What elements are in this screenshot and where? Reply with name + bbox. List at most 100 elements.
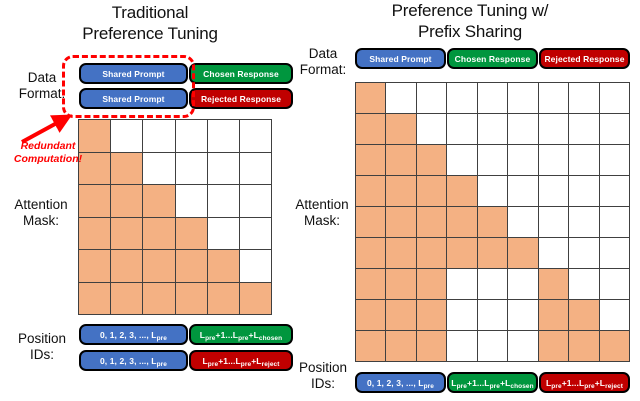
- mask-cell: [79, 250, 112, 283]
- right-position-ids-label-line1: Position: [298, 360, 348, 375]
- position-ids-chosen-shared-text: Lpre+1...Lpre+Lchosen: [451, 377, 534, 390]
- pill-rejected-response-shared[interactable]: Rejected Response: [539, 48, 630, 69]
- mask-cell: [569, 114, 600, 145]
- mask-cell: [508, 331, 539, 362]
- mask-cell: [356, 269, 387, 300]
- mask-cell: [416, 83, 448, 114]
- mask-cell: [111, 250, 144, 283]
- right-data-format-label-line2: Format:: [299, 62, 347, 77]
- mask-cell: [79, 152, 112, 185]
- mask-cell: [207, 250, 240, 283]
- mask-cell: [416, 331, 448, 362]
- left-attention-mask-label-line2: Mask:: [22, 213, 59, 228]
- pill-chosen-response[interactable]: Chosen Response: [189, 63, 293, 84]
- left-title-line2: Preference Tuning: [82, 24, 218, 43]
- mask-cell: [447, 331, 478, 362]
- mask-cell: [599, 331, 630, 362]
- position-ids-chosen-shared[interactable]: Lpre+1...Lpre+Lchosen: [447, 372, 538, 393]
- mask-cell: [356, 83, 387, 114]
- redundant-computation-arrow-icon: [21, 114, 73, 144]
- mask-cell: [79, 120, 112, 153]
- mask-cell: [207, 217, 240, 250]
- mask-cell: [175, 152, 208, 185]
- mask-cell: [447, 207, 478, 238]
- mask-cell: [569, 269, 600, 300]
- mask-cell: [143, 152, 176, 185]
- mask-cell: [207, 185, 240, 218]
- mask-cell: [175, 217, 208, 250]
- mask-cell: [477, 176, 509, 207]
- mask-cell: [599, 145, 630, 176]
- mask-cell: [386, 114, 417, 145]
- position-ids-rejected-text: Lpre+1...Lpre+Lreject: [202, 355, 280, 368]
- mask-cell: [386, 145, 417, 176]
- mask-cell: [386, 331, 417, 362]
- position-ids-chosen[interactable]: Lpre+1...Lpre+Lchosen: [189, 324, 293, 345]
- mask-cell: [386, 300, 417, 331]
- position-ids-prompt-shared[interactable]: 0, 1, 2, 3, ..., Lpre: [355, 372, 446, 393]
- right-position-ids-label-line2: IDs:: [310, 376, 335, 391]
- position-ids-prompt-rejected-text: 0, 1, 2, 3, ..., Lpre: [99, 355, 168, 368]
- left-title-line1: Traditional: [111, 3, 189, 22]
- mask-cell: [416, 269, 448, 300]
- mask-cell: [477, 269, 509, 300]
- left-attention-mask-label: Attention Mask:: [4, 197, 78, 229]
- right-data-format-row: Shared Prompt Chosen Response Rejected R…: [355, 48, 630, 69]
- position-ids-prompt-chosen-text: 0, 1, 2, 3, ..., Lpre: [99, 329, 168, 342]
- mask-cell: [143, 120, 176, 153]
- mask-cell: [569, 238, 600, 269]
- mask-cell: [356, 176, 387, 207]
- mask-cell: [175, 185, 208, 218]
- right-data-format-label-line1: Data: [308, 46, 338, 61]
- mask-cell: [239, 250, 272, 283]
- mask-cell: [447, 176, 478, 207]
- mask-cell: [207, 282, 240, 315]
- traditional-preference-tuning-panel: Traditional Preference Tuning Data Forma…: [0, 0, 300, 401]
- mask-cell: [111, 185, 144, 218]
- mask-cell: [599, 238, 630, 269]
- mask-cell: [477, 83, 509, 114]
- pill-shared-prompt-rejected[interactable]: Shared Prompt: [79, 88, 188, 109]
- mask-cell: [207, 120, 240, 153]
- mask-cell: [538, 176, 570, 207]
- mask-cell: [111, 217, 144, 250]
- mask-cell: [599, 83, 630, 114]
- mask-cell: [508, 238, 539, 269]
- mask-cell: [111, 282, 144, 315]
- pill-shared-prompt-shared[interactable]: Shared Prompt: [355, 48, 446, 69]
- left-position-ids-label-line1: Position: [17, 331, 67, 346]
- pill-shared-prompt-chosen[interactable]: Shared Prompt: [79, 63, 188, 84]
- mask-cell: [477, 207, 509, 238]
- position-ids-prompt-shared-text: 0, 1, 2, 3, ..., Lpre: [366, 377, 435, 390]
- left-position-ids-label: Position IDs:: [6, 331, 78, 363]
- mask-cell: [356, 114, 387, 145]
- mask-cell: [79, 217, 112, 250]
- left-attention-mask-label-line1: Attention: [14, 197, 68, 212]
- mask-cell: [239, 120, 272, 153]
- mask-cell: [175, 120, 208, 153]
- left-data-format-label: Data Format:: [6, 70, 78, 102]
- redundant-computation-label-line2: Computation!: [13, 152, 83, 165]
- mask-cell: [416, 207, 448, 238]
- left-panel-title: Traditional Preference Tuning: [0, 2, 300, 44]
- position-ids-prompt-rejected[interactable]: 0, 1, 2, 3, ..., Lpre: [79, 350, 188, 371]
- position-ids-prompt-chosen[interactable]: 0, 1, 2, 3, ..., Lpre: [79, 324, 188, 345]
- mask-cell: [538, 207, 570, 238]
- mask-cell: [239, 282, 272, 315]
- mask-cell: [477, 238, 509, 269]
- mask-cell: [111, 152, 144, 185]
- mask-cell: [508, 300, 539, 331]
- mask-cell: [569, 83, 600, 114]
- left-position-ids-label-line2: IDs:: [29, 347, 54, 362]
- pill-rejected-response[interactable]: Rejected Response: [189, 88, 293, 109]
- mask-cell: [599, 114, 630, 145]
- left-attention-mask-grid: [78, 119, 272, 315]
- mask-cell: [386, 176, 417, 207]
- position-ids-rejected-shared[interactable]: Lpre+1...Lpre+Lreject: [539, 372, 630, 393]
- pill-chosen-response-shared[interactable]: Chosen Response: [447, 48, 538, 69]
- left-data-format-row-chosen: Shared Prompt Chosen Response: [79, 63, 293, 84]
- mask-cell: [386, 207, 417, 238]
- position-ids-rejected[interactable]: Lpre+1...Lpre+Lreject: [189, 350, 293, 371]
- mask-cell: [239, 217, 272, 250]
- mask-cell: [569, 300, 600, 331]
